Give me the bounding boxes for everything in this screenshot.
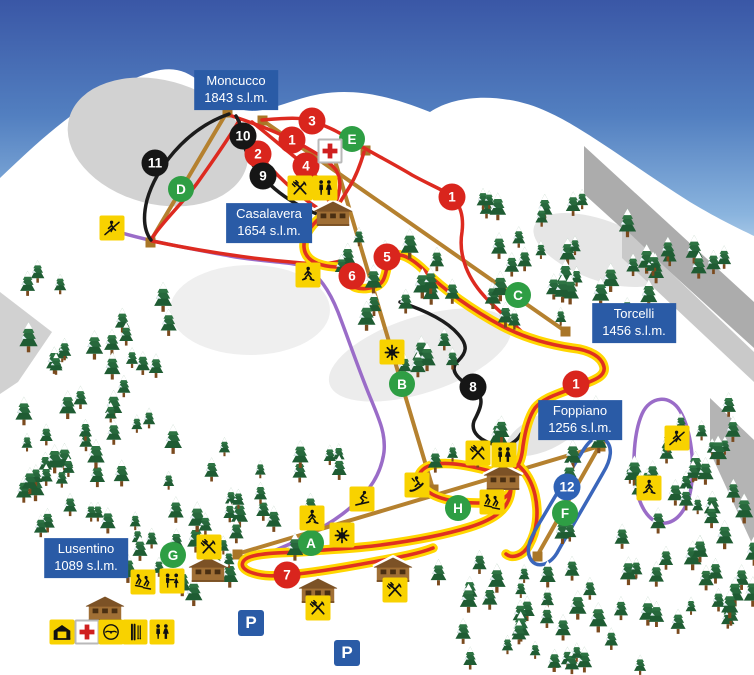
lift-marker-f: F <box>552 500 578 526</box>
ski-club-icon <box>98 619 124 645</box>
piste-marker-1: 1 <box>438 183 466 211</box>
toilets-icon <box>491 442 517 468</box>
restaurant-icon <box>465 440 491 466</box>
piste-marker-3: 3 <box>298 107 326 135</box>
lift-lines <box>148 110 602 558</box>
piste-marker-4: 4 <box>292 152 320 180</box>
piste-marker-10: 10 <box>229 122 257 150</box>
beginner-loop-blue <box>526 435 612 567</box>
ski-rental-icon <box>122 619 148 645</box>
parking-sign: P <box>334 640 360 666</box>
snowboarding-icon <box>404 472 430 498</box>
skiing-icon <box>349 486 375 512</box>
toilets-icon <box>312 175 338 201</box>
night-skiing-icon <box>329 522 355 548</box>
station-elevation: 1089 s.l.m. <box>54 558 118 573</box>
station-elevation: 1843 s.l.m. <box>204 90 268 105</box>
toilets-icon <box>149 619 175 645</box>
family-area-icon <box>159 568 185 594</box>
restaurant-icon <box>287 175 313 201</box>
lift-marker-c: C <box>505 282 531 308</box>
ski-school-icon <box>479 489 505 515</box>
station-name: Moncucco <box>206 73 266 89</box>
shelter-icon <box>49 619 75 645</box>
ski-mountaineering-icon <box>664 425 690 451</box>
station-name: Foppiano <box>552 403 608 419</box>
lift-marker-h: H <box>445 495 471 521</box>
piste-marker-7: 7 <box>273 561 301 589</box>
night-skiing-icon <box>379 339 405 365</box>
snowshoeing-icon <box>295 262 321 288</box>
station-name: Lusentino <box>57 541 115 557</box>
lift-marker-a: A <box>298 530 324 556</box>
piste-marker-12: 12 <box>553 473 581 501</box>
parking-sign: P <box>238 610 264 636</box>
piste-marker-8: 8 <box>459 373 487 401</box>
piste-marker-1: 1 <box>278 126 306 154</box>
lift-marker-b: B <box>389 371 415 397</box>
snowshoeing-icon <box>299 505 325 531</box>
piste-marker-6: 6 <box>338 262 366 290</box>
restaurant-icon <box>305 595 331 621</box>
station-name: Casalavera <box>236 206 302 222</box>
first-aid-icon <box>74 619 100 645</box>
restaurant-icon <box>196 534 222 560</box>
first-aid-icon <box>317 138 343 164</box>
station-elevation: 1456 s.l.m. <box>602 323 666 338</box>
piste-marker-9: 9 <box>249 162 277 190</box>
station-name: Torcelli <box>613 306 655 322</box>
piste-marker-1: 1 <box>562 370 590 398</box>
snowshoeing-icon <box>636 475 662 501</box>
station-elevation: 1256 s.l.m. <box>548 420 612 435</box>
restaurant-icon <box>382 577 408 603</box>
piste-marker-11: 11 <box>141 149 169 177</box>
ski-mountaineering-icon <box>99 215 125 241</box>
lift-marker-d: D <box>168 176 194 202</box>
piste-marker-5: 5 <box>373 243 401 271</box>
ski-school-icon <box>130 569 156 595</box>
lift-marker-g: G <box>160 542 186 568</box>
station-elevation: 1654 s.l.m. <box>237 223 301 238</box>
lift-marker-e: E <box>339 126 365 152</box>
